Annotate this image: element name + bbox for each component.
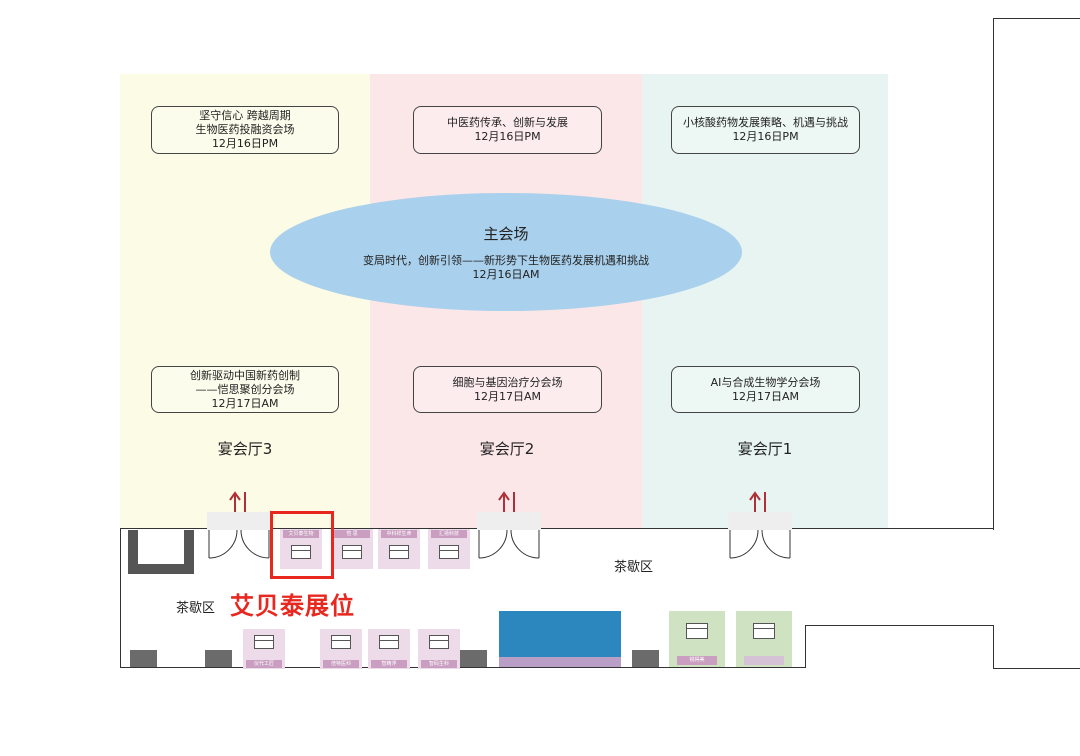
session-hall2-top: 中医药传承、创新与发展 12月16日PM bbox=[413, 106, 602, 154]
main-venue-title: 主会场 bbox=[483, 224, 529, 243]
corridor-top-wall bbox=[120, 528, 994, 529]
tea-area-label-left: 茶歇区 bbox=[176, 601, 216, 616]
booth-top-3[interactable]: 中科祥生命 bbox=[378, 529, 420, 569]
booth-table bbox=[753, 623, 775, 639]
session-hall3-bottom-line2: ——恺思聚创分会场 bbox=[195, 382, 295, 396]
booth-bottom-2[interactable]: 倍特医科 bbox=[320, 629, 362, 669]
booth-bottom-4[interactable]: 智码生科 bbox=[418, 629, 460, 669]
booth-label bbox=[744, 656, 784, 665]
booth-label: 智精浮 bbox=[371, 660, 407, 668]
booth-table bbox=[254, 635, 274, 649]
booth-label: 仪代工匠 bbox=[246, 660, 282, 668]
booth-table bbox=[342, 545, 362, 559]
session-hall3-top: 坚守信心 跨越周期 生物医药投融资会场 12月16日PM bbox=[151, 106, 339, 154]
green-booth-1[interactable]: 锐得美 bbox=[669, 611, 725, 667]
booth-top-1[interactable]: 艾贝泰生物 bbox=[280, 529, 322, 569]
booth-table bbox=[429, 635, 449, 649]
door-hall1 bbox=[728, 512, 792, 559]
booth-table bbox=[379, 635, 399, 649]
hall3-area bbox=[120, 74, 370, 529]
booth-bottom-3[interactable]: 智精浮 bbox=[368, 629, 410, 669]
corridor-left-wall bbox=[120, 528, 121, 668]
session-hall1-top-line1: 小核酸药物发展策略、机遇与挑战 bbox=[683, 116, 848, 129]
corridor-right-wall bbox=[805, 625, 806, 668]
booth-table bbox=[389, 545, 409, 559]
session-hall3-top-line3: 12月16日PM bbox=[211, 137, 279, 150]
session-hall1-top-line2: 12月16日PM bbox=[732, 130, 799, 143]
booth-table bbox=[291, 545, 311, 559]
tea-area-label-center: 茶歇区 bbox=[614, 560, 654, 575]
booth-label: 中科祥生命 bbox=[381, 530, 417, 538]
booth-label: 锐得美 bbox=[677, 656, 717, 665]
booth-label: 艾贝泰生物 bbox=[283, 530, 319, 538]
door-hall2 bbox=[477, 512, 541, 559]
session-hall1-top: 小核酸药物发展策略、机遇与挑战 12月16日PM bbox=[671, 106, 860, 154]
main-venue-ellipse: 主会场 变局时代，创新引领——新形势下生物医药发展机遇和挑战 12月16日AM bbox=[270, 193, 742, 311]
session-hall3-bottom: 创新驱动中国新药创制 ——恺思聚创分会场 12月17日AM bbox=[151, 366, 339, 413]
booth-top-2[interactable]: 恺 思 bbox=[331, 529, 373, 569]
booth-label: 智码生科 bbox=[421, 660, 457, 668]
hall3-name: 宴会厅3 bbox=[217, 440, 273, 458]
pillar-1 bbox=[130, 650, 157, 667]
session-hall1-bottom: AI与合成生物学分会场 12月17日AM bbox=[671, 366, 860, 413]
green-booth-2[interactable] bbox=[736, 611, 792, 667]
highlight-label: 艾贝泰展位 bbox=[230, 592, 355, 620]
booth-table bbox=[686, 623, 708, 639]
hall1-area bbox=[642, 74, 888, 529]
pillar-4 bbox=[632, 650, 659, 667]
blue-display-block bbox=[499, 611, 621, 657]
pillar-3 bbox=[460, 650, 487, 667]
highlight-box bbox=[270, 511, 334, 579]
session-hall1-bottom-line1: AI与合成生物学分会场 bbox=[710, 375, 821, 389]
session-hall2-bottom: 细胞与基因治疗分会场 12月17日AM bbox=[413, 366, 602, 413]
booth-bottom-1[interactable]: 仪代工匠 bbox=[243, 629, 285, 669]
main-venue-topic: 变局时代，创新引领——新形势下生物医药发展机遇和挑战 bbox=[363, 253, 649, 267]
blue-display-strip bbox=[499, 657, 621, 667]
building-outline-lower-right bbox=[993, 625, 994, 668]
building-outline-top bbox=[993, 18, 1080, 19]
building-outline-right bbox=[993, 18, 994, 530]
session-hall3-bottom-line3: 12月17日AM bbox=[211, 396, 279, 410]
booth-label: 汇禧科技 bbox=[431, 530, 467, 538]
building-outline-lower-top bbox=[805, 625, 993, 626]
booth-table bbox=[439, 545, 459, 559]
booth-label: 恺 思 bbox=[334, 530, 370, 538]
hall2-name: 宴会厅2 bbox=[479, 440, 535, 458]
booth-table bbox=[331, 635, 351, 649]
session-hall2-top-line1: 中医药传承、创新与发展 bbox=[447, 116, 568, 129]
session-hall1-bottom-line2: 12月17日AM bbox=[731, 389, 799, 403]
session-hall3-top-line2: 生物医药投融资会场 bbox=[195, 123, 295, 136]
session-hall3-bottom-line1: 创新驱动中国新药创制 bbox=[190, 368, 300, 382]
booth-top-4[interactable]: 汇禧科技 bbox=[428, 529, 470, 569]
corridor-bottom-wall bbox=[120, 667, 805, 668]
main-venue-date: 12月16日AM bbox=[472, 267, 540, 281]
door-hall3 bbox=[207, 512, 271, 559]
building-outline-lower-bottom bbox=[993, 668, 1080, 669]
session-hall2-bottom-line2: 12月17日AM bbox=[473, 389, 541, 403]
hall1-name: 宴会厅1 bbox=[737, 440, 793, 458]
booth-label: 倍特医科 bbox=[323, 660, 359, 668]
session-hall3-top-line1: 坚守信心 跨越周期 bbox=[199, 109, 291, 122]
stairwell-block bbox=[128, 530, 194, 574]
session-hall2-top-line2: 12月16日PM bbox=[474, 130, 541, 143]
pillar-2 bbox=[205, 650, 232, 667]
session-hall2-bottom-line1: 细胞与基因治疗分会场 bbox=[452, 375, 563, 389]
